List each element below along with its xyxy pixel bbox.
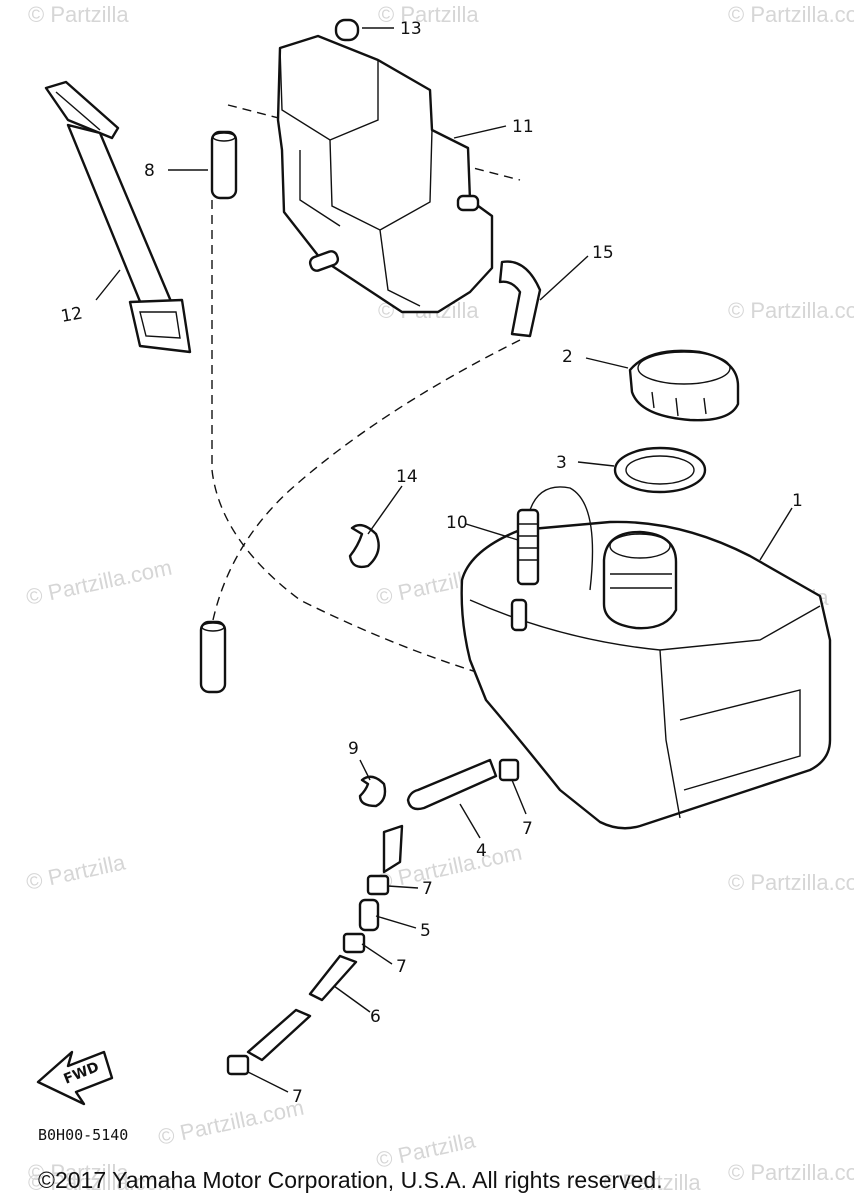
watermark: © Partzilla.com [28, 1170, 176, 1195]
callout-12: 12 [59, 303, 84, 326]
hose-lower [199, 620, 227, 694]
watermark: © Partzilla.com [24, 555, 174, 610]
gasket [613, 446, 707, 494]
filler-cap [628, 349, 740, 422]
callout-8: 8 [144, 161, 155, 181]
watermark: © Partzilla.com [156, 1095, 306, 1150]
hose-6 [246, 954, 358, 1062]
callout-4: 4 [476, 841, 487, 861]
hose-4 [382, 758, 498, 874]
callout-3: 3 [556, 453, 567, 473]
watermark: © Partzilla.com [728, 2, 854, 27]
clip-14 [348, 523, 380, 569]
watermark: © Partzilla [28, 2, 129, 27]
callout-labels: 13 11 8 12 15 2 3 14 10 1 9 4 7 7 5 7 6 … [59, 19, 802, 1107]
callout-11: 11 [512, 117, 534, 137]
clip-9 [358, 775, 387, 808]
callout-1: 1 [792, 491, 803, 511]
fwd-arrow: FWD [36, 1050, 114, 1106]
callout-14: 14 [396, 467, 418, 487]
main-tank [460, 520, 832, 830]
leader-lines [95, 27, 793, 1093]
rubber-strap [44, 80, 192, 354]
breather-fitting [516, 486, 594, 591]
callout-6: 6 [370, 1007, 381, 1027]
watermark: © Partzilla [28, 1160, 129, 1185]
watermark: © Partzilla.com [728, 870, 854, 895]
callout-5: 5 [420, 921, 431, 941]
copyright-text: ©2017 Yamaha Motor Corporation, U.S.A. A… [38, 1167, 663, 1193]
watermark: © Partzilla [600, 1170, 701, 1195]
callout-7: 7 [422, 879, 433, 899]
callout-9: 9 [348, 739, 359, 759]
hose-8 [210, 130, 238, 200]
watermark: © Partzilla.com [728, 298, 854, 323]
callout-2: 2 [562, 347, 573, 367]
callout-7: 7 [522, 819, 533, 839]
clamp-7 [226, 758, 520, 1076]
callout-7: 7 [292, 1087, 303, 1107]
hose-15 [498, 260, 542, 338]
watermark: © Partzilla.com [728, 1160, 854, 1185]
watermark: © Partzilla [378, 2, 479, 27]
callout-15: 15 [592, 243, 614, 263]
callout-10: 10 [446, 513, 468, 533]
callout-7: 7 [396, 957, 407, 977]
fuel-filter [358, 898, 380, 932]
hose-routing-line-2 [212, 339, 521, 621]
reservoir-tank [276, 34, 494, 314]
watermark: © Partzilla [24, 849, 128, 895]
cap-13 [334, 18, 360, 42]
callout-13: 13 [400, 19, 422, 39]
diagram-code: B0H00-5140 [38, 1126, 128, 1144]
